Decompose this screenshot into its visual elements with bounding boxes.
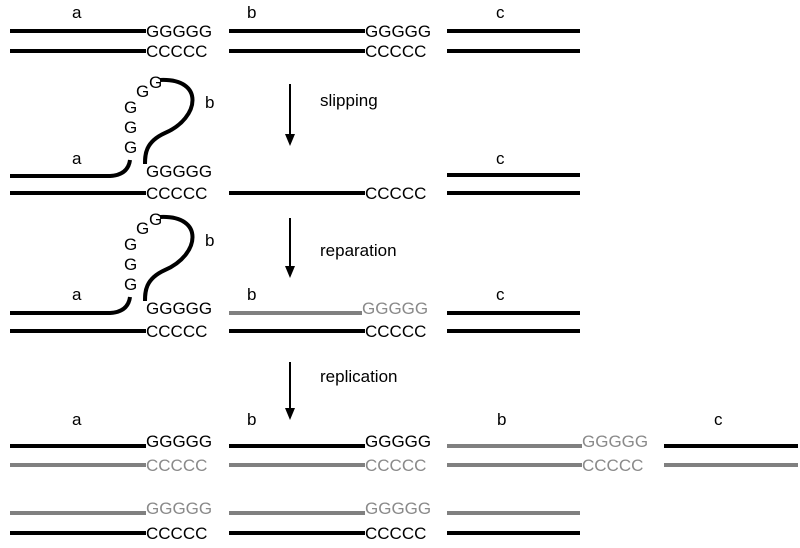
step-label-replication: replication — [320, 367, 398, 386]
arrow-replication: replication — [285, 362, 398, 420]
loop-g-1: G — [124, 275, 137, 294]
loop-g-1: G — [124, 138, 137, 157]
c-repeat-1: CCCCC — [146, 184, 207, 203]
stage-slipped: G G G G G a b GGGGG c CCCCC CCCCC — [10, 73, 580, 203]
c-repeat-2: CCCCC — [365, 322, 426, 341]
g-repeat-3: GGGGG — [582, 432, 648, 451]
arrow-reparation: reparation — [285, 218, 397, 278]
c-repeat-3: CCCCC — [582, 456, 643, 475]
g-repeat-2: GGGGG — [365, 22, 431, 41]
label-c: c — [496, 285, 505, 304]
g-repeat: GGGGG — [146, 299, 212, 318]
stage-original: a b c GGGGG GGGGG CCCCC CCCCC — [10, 3, 580, 61]
g-repeat-2: GGGGG — [365, 432, 431, 451]
loop-g-2: G — [124, 118, 137, 137]
loop-g-3: G — [124, 235, 137, 254]
label-a: a — [72, 285, 82, 304]
label-b: b — [205, 231, 214, 250]
step-label-slipping: slipping — [320, 91, 378, 110]
c-repeat-2: CCCCC — [365, 42, 426, 61]
c-repeat-1: CCCCC — [146, 42, 207, 61]
label-b-new: b — [247, 285, 256, 304]
arrow-slipping: slipping — [285, 84, 378, 146]
label-c: c — [714, 410, 723, 429]
g-repeat-new: GGGGG — [362, 299, 428, 318]
c-repeat-1: CCCCC — [146, 524, 207, 543]
c-repeat-1: CCCCC — [146, 456, 207, 475]
c-repeat-2: CCCCC — [365, 184, 426, 203]
label-b: b — [247, 3, 256, 22]
c-repeat-2: CCCCC — [365, 524, 426, 543]
strand-a-curve — [10, 296, 132, 315]
g-repeat-1: GGGGG — [146, 499, 212, 518]
label-b: b — [205, 93, 214, 112]
label-c: c — [496, 149, 505, 168]
loop-g-3: G — [124, 98, 137, 117]
step-label-reparation: reparation — [320, 241, 397, 260]
g-repeat-2: GGGGG — [365, 499, 431, 518]
c-repeat-1: CCCCC — [146, 322, 207, 341]
label-a: a — [72, 149, 82, 168]
g-repeat-1: GGGGG — [146, 432, 212, 451]
loop-g-2: G — [124, 255, 137, 274]
label-c: c — [496, 3, 505, 22]
label-b-1: b — [247, 410, 256, 429]
g-repeat-1: GGGGG — [146, 22, 212, 41]
strand-a-curve — [10, 159, 132, 178]
loop-g-4: G — [136, 82, 149, 101]
label-a: a — [72, 410, 82, 429]
stage-replicated-normal: GGGGG GGGGG CCCCC CCCCC — [10, 499, 580, 543]
loop-strand-b — [143, 214, 195, 302]
label-a: a — [72, 3, 82, 22]
loop-strand-b — [143, 77, 195, 165]
stage-replicated-expanded: a b b c GGGGG GGGGG GGGGG CCCCC CCCCC CC… — [10, 410, 798, 475]
label-b-2: b — [497, 410, 506, 429]
c-repeat-2: CCCCC — [365, 456, 426, 475]
loop-g-5: G — [149, 73, 162, 92]
loop-g-5: G — [149, 210, 162, 229]
stage-repaired: G G G G G a b GGGGG b GGGGG c CCCCC CCCC… — [10, 210, 580, 341]
loop-g-4: G — [136, 219, 149, 238]
g-repeat: GGGGG — [146, 162, 212, 181]
